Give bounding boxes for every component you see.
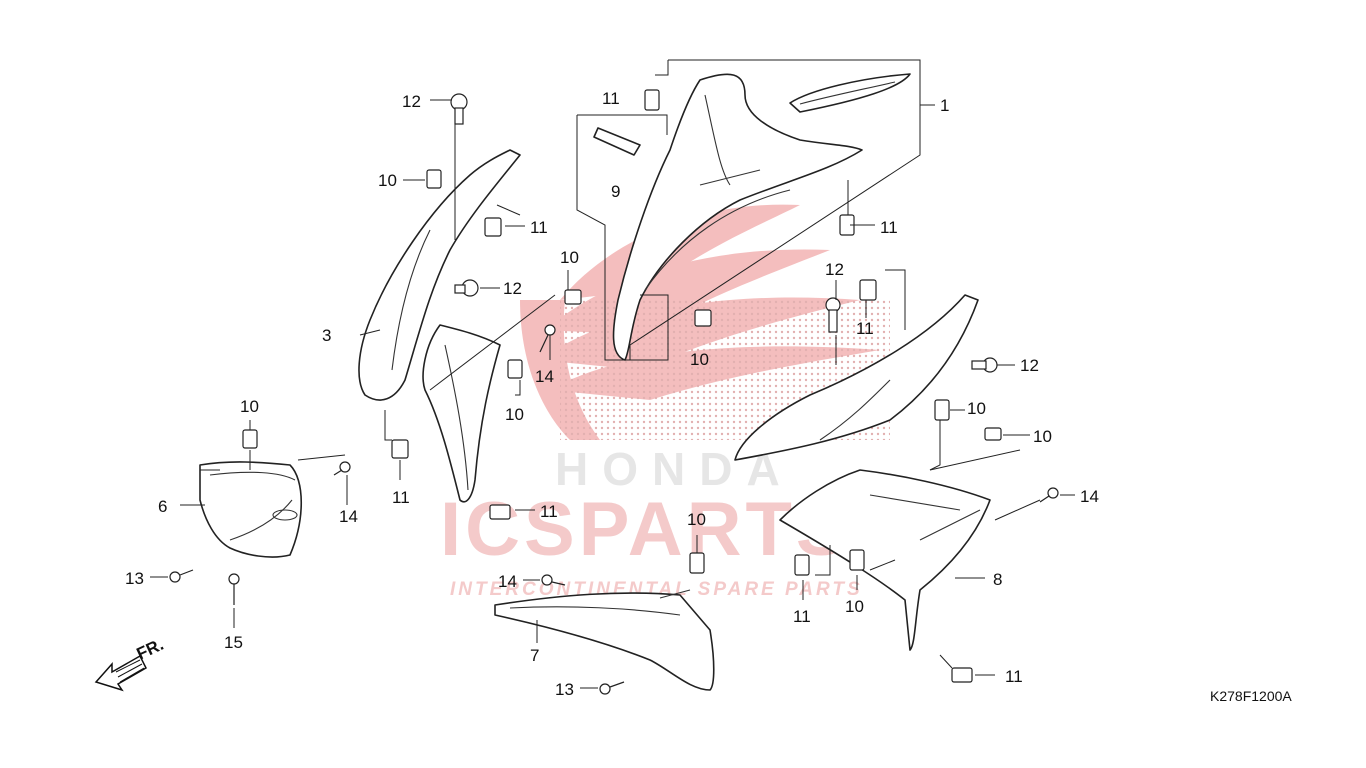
callout-9: 9 — [611, 182, 620, 201]
callout-10: 10 — [378, 171, 397, 190]
callout-8: 8 — [993, 570, 1002, 589]
callout-10: 10 — [560, 248, 579, 267]
part-lower-left-cover — [199, 461, 303, 558]
part-under-cover — [494, 589, 715, 691]
callout-11: 11 — [856, 319, 874, 338]
callout-11: 11 — [880, 218, 898, 237]
callout-14: 14 — [1080, 487, 1099, 506]
callout-11: 11 — [602, 89, 620, 108]
callout-13: 13 — [125, 569, 144, 588]
callout-11: 11 — [530, 218, 548, 237]
callout-7: 7 — [530, 646, 539, 665]
callout-3: 3 — [322, 326, 331, 345]
watermark-name: ICSPARTS — [440, 487, 851, 572]
part-emblem — [593, 127, 641, 156]
callout-15: 15 — [224, 633, 243, 652]
callout-13: 13 — [555, 680, 574, 699]
watermark: HONDA ICSPARTS INTERCONTINENTAL SPARE PA… — [440, 204, 890, 600]
part-front-cover — [612, 73, 911, 361]
callout-10: 10 — [690, 350, 709, 369]
callout-11: 11 — [1005, 667, 1023, 686]
part-left-panel — [358, 149, 521, 503]
callout-10: 10 — [1033, 427, 1052, 446]
callout-10: 10 — [687, 510, 706, 529]
callout-12: 12 — [402, 92, 421, 111]
callout-14: 14 — [498, 572, 517, 591]
callout-10: 10 — [967, 399, 986, 418]
callout-12: 12 — [825, 260, 844, 279]
callout-14: 14 — [535, 367, 554, 386]
callouts: 1 3 6 7 8 9 10 10 10 10 10 10 10 10 10 1… — [125, 89, 1099, 699]
callout-10: 10 — [505, 405, 524, 424]
diagram-code: K278F1200A — [1210, 688, 1292, 704]
callout-12: 12 — [503, 279, 522, 298]
watermark-tagline: INTERCONTINENTAL SPARE PARTS — [450, 579, 863, 600]
callout-14: 14 — [339, 507, 358, 526]
callout-11: 11 — [540, 502, 558, 521]
callout-1: 1 — [940, 96, 949, 115]
callout-11: 11 — [392, 488, 410, 507]
leader-lines — [150, 59, 1075, 689]
callout-10: 10 — [845, 597, 864, 616]
callout-10: 10 — [240, 397, 259, 416]
callout-11: 11 — [793, 607, 811, 626]
callout-12: 12 — [1020, 356, 1039, 375]
callout-6: 6 — [158, 497, 167, 516]
front-direction-arrow-icon: FR. — [94, 635, 167, 692]
fasteners — [169, 89, 1059, 695]
part-right-side-cover — [734, 294, 991, 651]
